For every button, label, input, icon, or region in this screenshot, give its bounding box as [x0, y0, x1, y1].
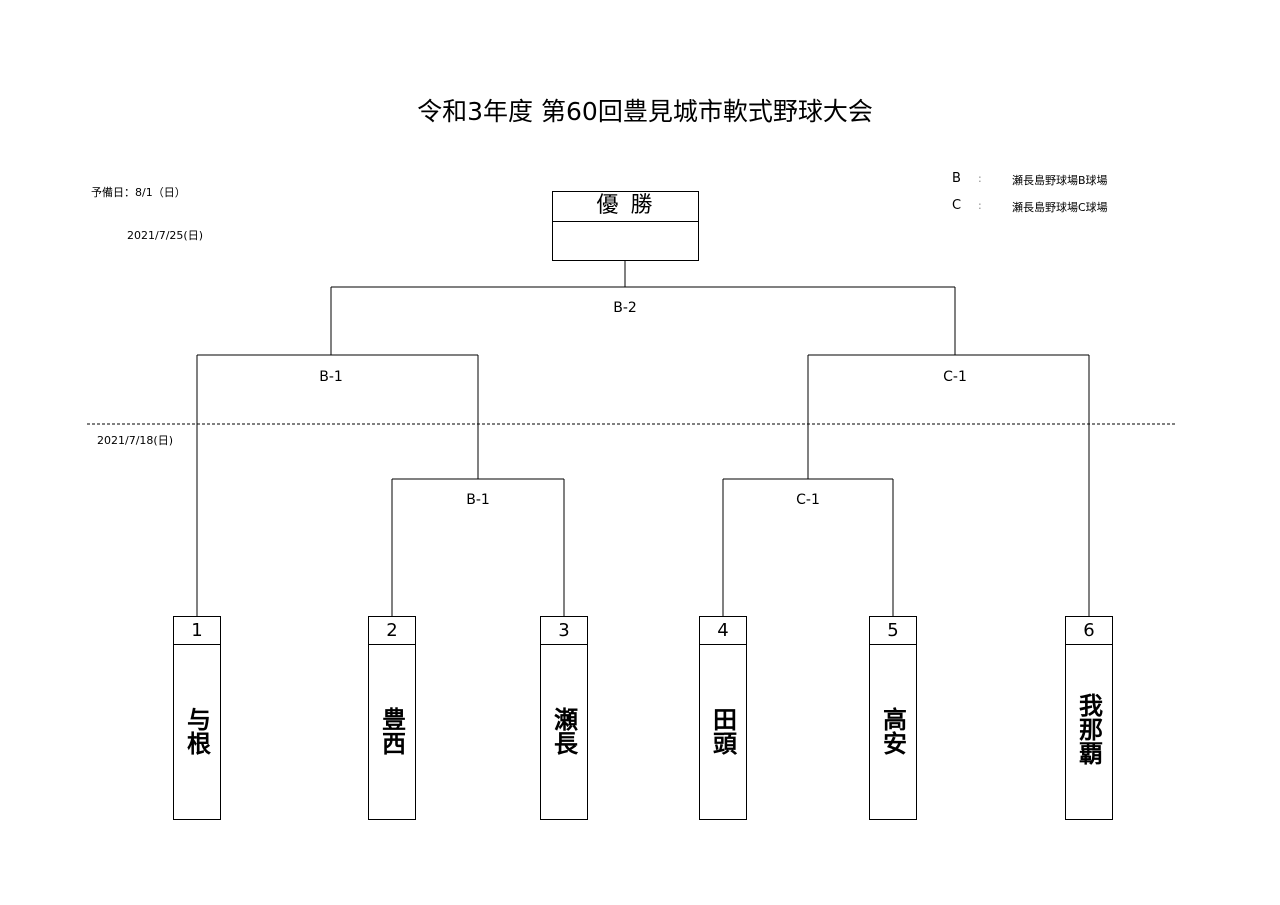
- venue-name-c: 瀬長島野球場C球場: [1012, 201, 1108, 214]
- team-name: 高安: [878, 707, 907, 755]
- final-line: [330, 260, 956, 355]
- team-box: 5 高安: [869, 616, 917, 820]
- venue-code-c: C: [952, 198, 962, 213]
- team-box: 2 豊西: [368, 616, 416, 820]
- team-number: 5: [870, 617, 916, 645]
- team-number: 2: [369, 617, 415, 645]
- team-name: 豊西: [377, 707, 406, 755]
- team-number: 1: [174, 617, 220, 645]
- date-round1: 2021/7/18(日): [97, 434, 173, 447]
- team-number: 6: [1066, 617, 1112, 645]
- champion-box: 優勝: [552, 191, 699, 261]
- venue-code-b: B: [952, 171, 961, 186]
- semi-left-line: [196, 354, 479, 616]
- venue-name-b: 瀬長島野球場B球場: [1012, 174, 1108, 187]
- first-right-line: [722, 478, 894, 616]
- team-name: 我那覇: [1074, 693, 1103, 765]
- team-box: 1 与根: [173, 616, 221, 820]
- match-semi-left: B-1: [319, 369, 343, 385]
- match-final: B-2: [613, 300, 637, 316]
- team-box: 4 田頭: [699, 616, 747, 820]
- first-left-line: [391, 478, 565, 616]
- team-name: 瀬長: [549, 707, 578, 755]
- team-number: 3: [541, 617, 587, 645]
- match-first-left: B-1: [466, 492, 490, 508]
- team-box: 3 瀬長: [540, 616, 588, 820]
- team-name: 与根: [182, 707, 211, 755]
- champion-label: 優勝: [553, 192, 698, 222]
- match-semi-right: C-1: [943, 369, 967, 385]
- reserve-day: 予備日：8/1（日）: [91, 186, 186, 199]
- page-title: 令和3年度 第60回豊見城市軟式野球大会: [417, 97, 873, 126]
- date-round2: 2021/7/25(日): [127, 229, 203, 242]
- team-number: 4: [700, 617, 746, 645]
- venue-sep-c: :: [978, 199, 982, 212]
- team-name: 田頭: [708, 707, 737, 755]
- match-first-right: C-1: [796, 492, 820, 508]
- semi-right-line: [807, 354, 1090, 616]
- team-box: 6 我那覇: [1065, 616, 1113, 820]
- venue-sep-b: :: [978, 172, 982, 185]
